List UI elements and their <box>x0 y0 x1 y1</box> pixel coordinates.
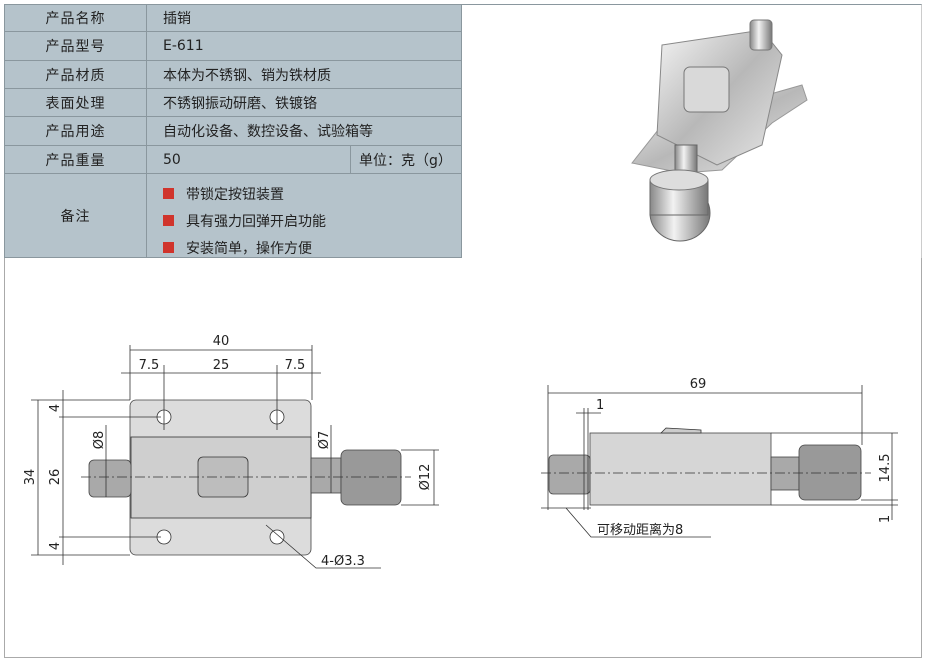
dim-overall-height: 34 <box>23 469 38 486</box>
dim-edge-left: 7.5 <box>139 358 160 373</box>
notes-list: 带锁定按钮装置 具有强力回弹开启功能 安装简单，操作方便 <box>163 180 326 261</box>
label: 产品型号 <box>5 32 147 60</box>
travel-note: 可移动距离为8 <box>597 522 683 538</box>
dim-edge-right: 7.5 <box>285 358 306 373</box>
label: 备注 <box>5 174 147 258</box>
dim-hole-vertical: 26 <box>48 469 63 486</box>
value: 不锈钢振动研磨、铁镀铬 <box>163 95 317 112</box>
label: 产品名称 <box>5 5 147 31</box>
spec-row-usage: 产品用途 自动化设备、数控设备、试验箱等 <box>5 117 461 146</box>
unit: 单位：克（g） <box>350 146 461 173</box>
note-text: 带锁定按钮装置 <box>186 186 284 203</box>
dim-gap: 1 <box>596 398 604 413</box>
spec-row-name: 产品名称 插销 <box>5 5 461 32</box>
spec-row-material: 产品材质 本体为不锈钢、销为铁材质 <box>5 61 461 89</box>
latch-photo-illustration <box>631 19 808 242</box>
note-item: 带锁定按钮装置 <box>163 180 326 207</box>
product-photo <box>462 4 922 258</box>
dim-bottom-margin: 4 <box>48 542 63 550</box>
dim-hole-spacing: 25 <box>213 358 230 373</box>
spec-table: 产品名称 插销 产品型号 E-611 产品材质 本体为不锈钢、销为铁材质 表面处… <box>4 4 462 258</box>
dim-pin-diameter: Ø8 <box>92 431 107 450</box>
label: 表面处理 <box>5 89 147 116</box>
dim-top-margin: 4 <box>48 404 63 412</box>
label: 产品用途 <box>5 117 147 145</box>
bullet-icon <box>163 188 174 199</box>
spec-row-notes: 备注 带锁定按钮装置 具有强力回弹开启功能 安装简单，操作方便 <box>5 174 461 258</box>
mount-hole-icons <box>156 409 285 545</box>
note-item: 具有强力回弹开启功能 <box>163 207 326 234</box>
front-view <box>31 345 439 569</box>
spec-row-weight: 产品重量 50 单位：克（g） <box>5 146 461 174</box>
spec-row-model: 产品型号 E-611 <box>5 32 461 61</box>
note-item: 安装简单，操作方便 <box>163 234 326 261</box>
dim-shaft-diameter: Ø7 <box>317 431 332 450</box>
dim-overall-length: 69 <box>690 377 707 392</box>
spec-row-finish: 表面处理 不锈钢振动研磨、铁镀铬 <box>5 89 461 117</box>
dim-overall-width: 40 <box>213 334 230 349</box>
value: 插销 <box>163 11 191 27</box>
value: 自动化设备、数控设备、试验箱等 <box>163 124 373 140</box>
value: E-611 <box>163 38 204 54</box>
dim-height: 14.5 <box>878 454 893 483</box>
dim-base-thickness: 1 <box>878 515 893 523</box>
value: 50 <box>163 151 181 168</box>
bullet-icon <box>163 242 174 253</box>
note-text: 具有强力回弹开启功能 <box>186 213 326 230</box>
label: 产品重量 <box>5 146 147 173</box>
dimension-drawings: 40 7.5 25 7.5 34 26 4 4 Ø8 Ø7 Ø12 4-Ø3.3… <box>23 334 898 569</box>
side-view <box>541 385 898 538</box>
technical-drawing: 40 7.5 25 7.5 34 26 4 4 Ø8 Ø7 Ø12 4-Ø3.3… <box>4 258 922 658</box>
dim-knob-diameter: Ø12 <box>418 464 433 491</box>
bullet-icon <box>163 215 174 226</box>
note-text: 安装简单，操作方便 <box>186 240 312 257</box>
value: 本体为不锈钢、销为铁材质 <box>163 67 331 84</box>
label: 产品材质 <box>5 61 147 88</box>
dim-holes: 4-Ø3.3 <box>321 554 365 569</box>
